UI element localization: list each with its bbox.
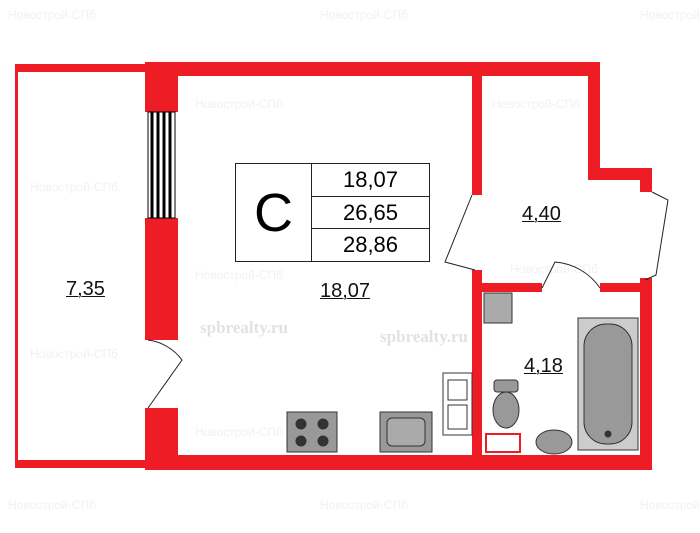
room-area-studio: 18,07 [320,280,371,302]
wall [588,168,652,180]
window [147,111,176,219]
watermark-site: spbrealty.ru [200,318,289,337]
room-area-balcony: 7,35 [66,278,105,300]
watermark: Новострой-СПб [640,498,700,512]
total-with-balcony: 28,86 [342,232,399,258]
washing-machine [442,372,473,436]
watermark: Новострой-СПб [30,347,118,361]
stove [286,411,338,453]
bathroom-door [541,261,601,289]
balcony-wall-bottom [15,460,150,468]
wall [640,168,652,192]
area-values: 18,07 26,65 28,86 [312,164,429,261]
watermark: Новострой-СПб [320,8,408,22]
watermark-site: spbrealty.ru [380,327,469,346]
watermark: Новострой-СПб [640,8,700,22]
toilet [492,379,520,429]
watermark: Новострой-СПб [320,498,408,512]
living-area: 18,07 [312,164,429,197]
wall [640,278,652,470]
wall [600,283,650,292]
watermark: Новострой-СПб [510,262,598,276]
watermark: Новострой-СПб [8,498,96,512]
watermark: Новострой-СПб [195,97,283,111]
room-area-hall: 4,40 [522,203,561,225]
balcony-door [147,339,183,409]
class-letter: С [236,164,312,261]
washbasin [535,429,573,455]
balcony-wall-top [15,64,150,72]
watermark: Новострой-СПб [195,268,283,282]
watermark: Новострой-СПб [195,425,283,439]
boiler [483,292,513,324]
wall [145,62,600,76]
wall [472,283,542,292]
entrance-door [644,191,669,281]
kitchen-sink [379,411,433,453]
watermark: Новострой-СПб [492,97,580,111]
wall [472,270,482,460]
bathtub [577,317,639,451]
wall [145,455,652,470]
shower-tray [485,433,521,453]
total-area: 26,65 [312,197,429,230]
hall-door [444,194,476,271]
watermark: Новострой-СПб [30,180,118,194]
wall [472,70,482,195]
room-area-bathroom: 4,18 [524,355,563,377]
wall [145,218,178,340]
balcony-rail [15,64,18,468]
watermark: Новострой-СПб [8,8,96,22]
area-summary-table: С 18,07 26,65 28,86 [235,163,430,262]
wall [588,62,600,180]
